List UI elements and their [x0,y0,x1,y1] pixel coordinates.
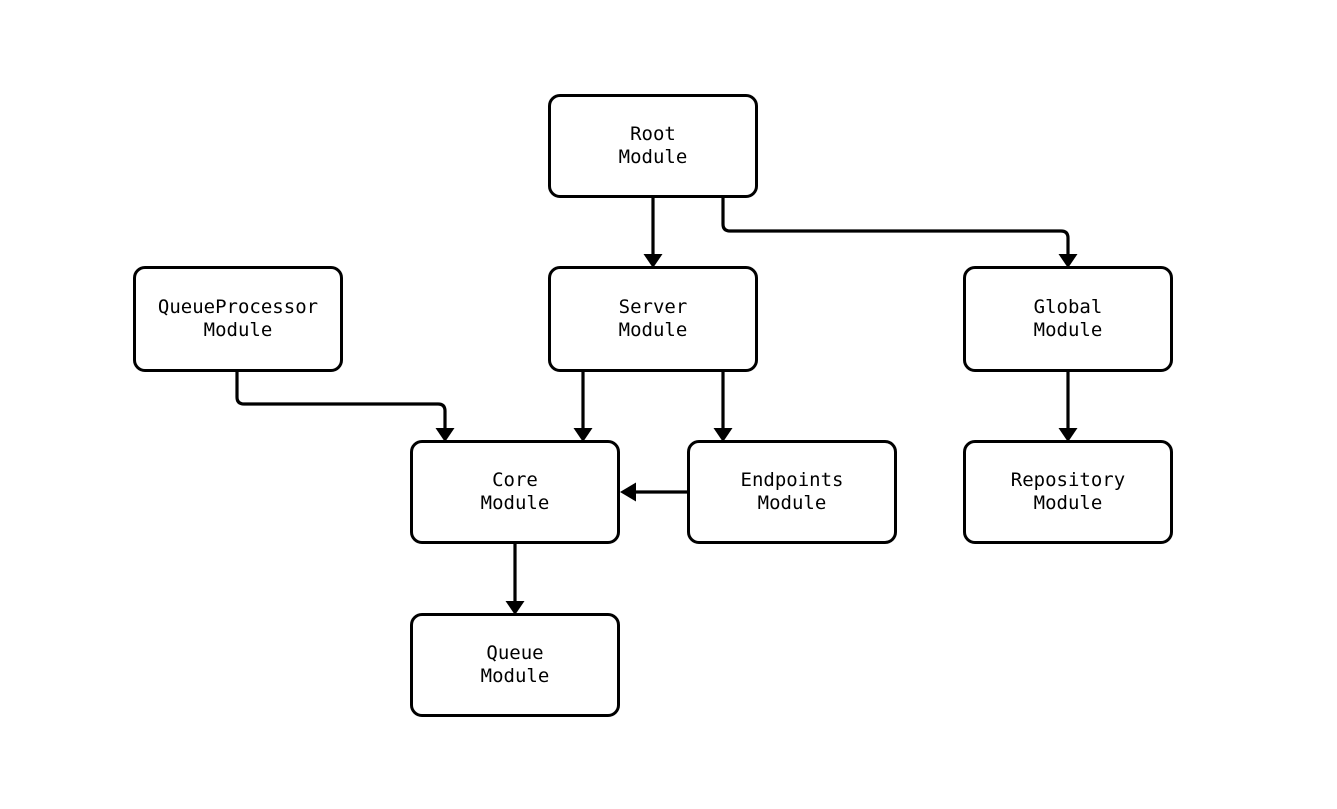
node-server-module-label: Server Module [618,296,688,341]
node-queue-module-label: Queue Module [480,642,550,687]
node-global-module-label: Global Module [1033,296,1103,341]
edge-server-to-endpoints [713,372,733,442]
node-queue-module[interactable]: Queue Module [410,613,620,717]
edge-global-to-repository [1058,372,1078,442]
node-queueprocessor-module[interactable]: QueueProcessor Module [133,266,343,372]
node-server-module[interactable]: Server Module [548,266,758,372]
node-endpoints-module-label: Endpoints Module [740,469,844,514]
edge-root-to-server [643,198,663,268]
edge-server-to-core [573,372,593,442]
node-repository-module-label: Repository Module [1010,469,1126,514]
node-core-module[interactable]: Core Module [410,440,620,544]
edge-core-to-queue [505,544,525,615]
node-core-module-label: Core Module [480,469,550,514]
edge-queueprocessor-to-core [235,372,455,442]
node-root-module[interactable]: Root Module [548,94,758,198]
edge-endpoints-to-core [620,482,687,502]
edges-group [235,198,1078,615]
node-endpoints-module[interactable]: Endpoints Module [687,440,897,544]
node-queueprocessor-module-label: QueueProcessor Module [157,296,319,341]
node-root-module-label: Root Module [618,123,688,168]
edge-root-to-global [721,198,1078,268]
node-repository-module[interactable]: Repository Module [963,440,1173,544]
node-global-module[interactable]: Global Module [963,266,1173,372]
